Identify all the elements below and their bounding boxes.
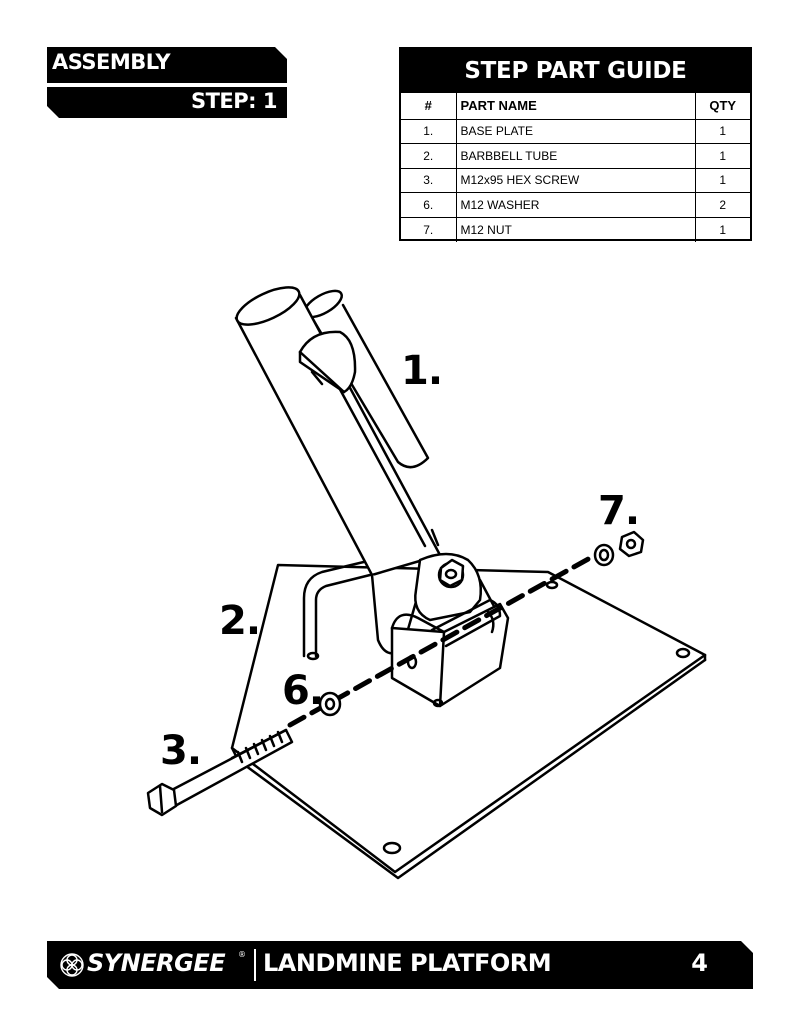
column-header-part-name: PART NAME (455, 93, 696, 120)
column-header-qty: QTY (694, 93, 750, 120)
callout-hex-screw: 3. (160, 728, 202, 774)
assembly-step-badge: ASSEMBLY STEP: 1 (47, 47, 287, 118)
washer-left-drawing (318, 691, 342, 717)
callout-nut: 7. (598, 488, 640, 534)
registered-mark: ® (238, 950, 246, 959)
part-qty: 1 (694, 216, 750, 242)
step-part-guide: STEP PART GUIDE # PART NAME QTY 1. BASE … (399, 47, 752, 242)
part-qty: 2 (694, 192, 750, 218)
parts-table-header: # PART NAME QTY (401, 93, 750, 120)
barbell-tube-drawing (234, 286, 442, 577)
callout-base-plate: 1. (401, 348, 443, 394)
synergee-logo-icon (60, 953, 84, 977)
step-number: STEP: 1 (190, 89, 278, 113)
column-header-number: # (401, 93, 457, 120)
part-name: M12x95 HEX SCREW (455, 167, 696, 193)
part-number: 7. (401, 216, 457, 242)
nut-drawing (618, 530, 645, 558)
assembly-axis-line (287, 555, 593, 728)
product-title: LANDMINE PLATFORM (263, 949, 552, 977)
part-number: 3. (401, 167, 457, 193)
callout-barbell-tube: 2. (219, 598, 261, 644)
table-row: 6. M12 WASHER 2 (401, 192, 750, 218)
part-number: 6. (401, 192, 457, 218)
base-plate-drawing (230, 563, 707, 880)
part-name: BARBBELL TUBE (455, 143, 696, 169)
badge-shape (47, 47, 287, 118)
page-footer: SYNERGEE ® LANDMINE PLATFORM 4 (47, 941, 753, 989)
part-number: 1. (401, 118, 457, 144)
callout-washer: 6. (282, 668, 324, 714)
page-number: 4 (691, 949, 708, 977)
table-row: 1. BASE PLATE 1 (401, 118, 750, 144)
handle-rod-drawing (302, 558, 376, 658)
part-name: M12 WASHER (455, 192, 696, 218)
part-qty: 1 (694, 167, 750, 193)
footer-bar-shape (47, 941, 753, 989)
pivot-bracket-drawing (370, 552, 510, 708)
part-guide-title: STEP PART GUIDE (401, 49, 750, 93)
part-name: M12 NUT (455, 216, 696, 242)
table-row: 7. M12 NUT 1 (401, 216, 750, 242)
assembly-diagram: 1. 2. 3. 6. 7. (0, 270, 800, 910)
part-qty: 1 (694, 118, 750, 144)
exploded-view-drawing (146, 286, 707, 880)
part-number: 2. (401, 143, 457, 169)
brand-name: SYNERGEE (87, 949, 226, 977)
assembly-heading: ASSEMBLY (52, 50, 171, 74)
hex-screw-drawing (146, 728, 294, 817)
table-row: 2. BARBBELL TUBE 1 (401, 143, 750, 169)
washer-right-drawing (593, 543, 615, 567)
table-row: 3. M12x95 HEX SCREW 1 (401, 167, 750, 193)
part-qty: 1 (694, 143, 750, 169)
part-name: BASE PLATE (455, 118, 696, 144)
parts-table: # PART NAME QTY 1. BASE PLATE 1 2. BARBB… (401, 93, 750, 242)
footer-divider (254, 949, 256, 981)
